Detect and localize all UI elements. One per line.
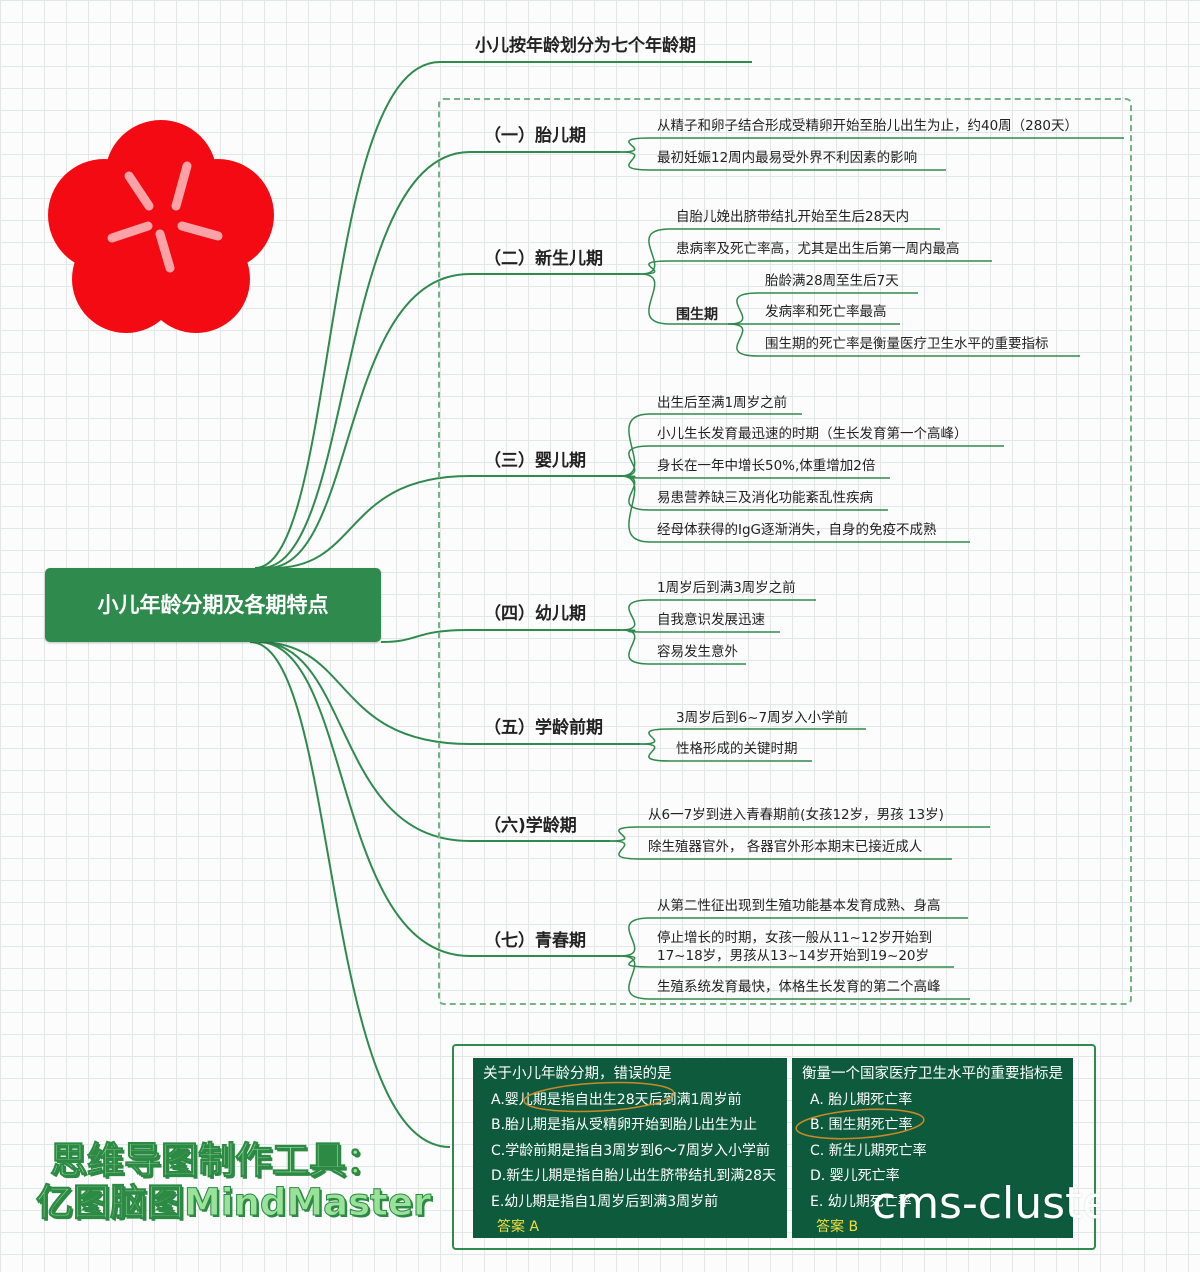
sub-branch-line	[619, 137, 651, 153]
stage-detail[interactable]: 胎龄满28周至生后7天	[765, 273, 899, 289]
stage-detail[interactable]: 出生后至满1周岁之前	[657, 395, 788, 411]
branch-line	[260, 151, 471, 569]
stage-detail[interactable]: 从6一7岁到进入青春期前(女孩12岁，男孩 13岁)	[648, 807, 944, 823]
stage-detail[interactable]: 从精子和卵子结合形成受精卵开始至胎儿出生为止，约40周（280天）	[657, 118, 1078, 134]
sub-branch-line	[609, 840, 641, 860]
branch-line	[257, 641, 471, 957]
sub-branch-line	[619, 475, 651, 543]
quiz-frame	[452, 1044, 1096, 1250]
quiz-question: 关于小儿年龄分期，错误的是	[483, 1066, 672, 1082]
sub-branch-line	[619, 955, 651, 968]
watermark-tool-line1: 思维导图制作工具：	[50, 1139, 384, 1183]
root-topic[interactable]: 小儿年龄分期及各期特点	[45, 568, 381, 642]
quiz-question: 衡量一个国家医疗卫生水平的重要指标是	[802, 1066, 1063, 1082]
sub-branch-line	[619, 445, 651, 477]
stage-detail[interactable]: 生殖系统发育最快，体格生长发育的第二个高峰	[657, 979, 941, 995]
stage-detail[interactable]: 除生殖器官外， 各器官外形本期末已接近成人	[648, 839, 923, 855]
stage-detail[interactable]: 从第二性征出现到生殖功能基本发育成熟、身高	[657, 898, 941, 914]
quiz-board-left: 关于小儿年龄分期，错误的是 A.婴儿期是指自出生28天后到满1周岁前 B.胎儿期…	[473, 1058, 787, 1238]
stage-detail[interactable]: 最初妊娠12周内最易受外界不利因素的影响	[657, 150, 918, 166]
sub-branch-line	[619, 955, 651, 1000]
quiz-answer: 答案 A	[497, 1219, 540, 1235]
branch-line	[249, 641, 451, 1148]
sub-branch-line	[639, 273, 671, 325]
top-topic[interactable]: 小儿按年龄划分为七个年龄期	[475, 36, 696, 56]
quiz-answer: 答案 B	[816, 1219, 859, 1235]
sub-topic-perinatal[interactable]: 围生期	[676, 307, 718, 323]
stage-title[interactable]: （四）幼儿期	[484, 604, 586, 624]
quiz-option: B. 围生期死亡率	[810, 1117, 913, 1133]
stage-detail[interactable]: 身长在一年中增长50%,体重增加2倍	[657, 458, 876, 474]
watermark-tool-line2: 亿图脑图MindMaster	[35, 1181, 432, 1225]
branch-line	[257, 641, 471, 842]
quiz-option: A.婴儿期是指自出生28天后到满1周岁前	[491, 1091, 742, 1108]
sub-branch-line	[619, 475, 651, 511]
stage-title[interactable]: （六)学龄期	[484, 816, 577, 836]
sub-branch-line	[619, 629, 651, 665]
stages-dashed-frame	[438, 98, 1132, 1005]
sub-branch-line	[619, 599, 651, 631]
quiz-option: E. 幼儿期死亡率	[810, 1193, 912, 1210]
branch-line	[254, 61, 441, 569]
stage-title[interactable]: （三）婴儿期	[484, 451, 586, 471]
branch-line	[257, 641, 471, 745]
quiz-board-right: 衡量一个国家医疗卫生水平的重要指标是 A. 胎儿期死亡率 B. 围生期死亡率 C…	[792, 1058, 1073, 1238]
sub-branch-line	[639, 728, 671, 745]
stage-title[interactable]: （七）青春期	[484, 931, 586, 951]
sub-branch-line	[639, 743, 671, 762]
branch-line	[266, 273, 471, 569]
stage-detail[interactable]: 经母体获得的IgG逐渐消失，自身的免疫不成熟	[657, 522, 937, 538]
stage-detail[interactable]: 容易发生意外	[657, 644, 738, 660]
sub-branch-line	[619, 917, 651, 957]
quiz-option: D. 婴儿死亡率	[810, 1168, 900, 1184]
sub-branch-line	[639, 260, 671, 275]
stage-detail[interactable]: 易患营养缺三及消化功能紊乱性疾病	[657, 490, 873, 506]
stage-detail[interactable]: 围生期的死亡率是衡量医疗卫生水平的重要指标	[765, 336, 1049, 352]
sub-branch-line	[727, 292, 759, 325]
sub-branch-line	[727, 323, 759, 357]
quiz-option: E.幼儿期是指自1周岁后到满3周岁前	[491, 1193, 719, 1210]
plum-blossom-icon	[48, 120, 274, 333]
stage-title[interactable]: （二）新生儿期	[484, 249, 603, 269]
stage-detail[interactable]: 小儿生长发育最迅速的时期（生长发育第一个高峰）	[657, 426, 968, 442]
sub-branch-line	[619, 413, 651, 477]
sub-branch-line	[619, 151, 651, 171]
quiz-option: C. 新生儿期死亡率	[810, 1142, 927, 1159]
quiz-option: D.新生儿期是指自胎儿出生脐带结扎到满28天	[491, 1168, 777, 1184]
stage-detail[interactable]: 患病率及死亡率高，尤其是出生后第一周内最高	[676, 241, 960, 257]
watermark-cms: cms-cluster	[872, 1178, 1100, 1229]
branch-line	[380, 629, 471, 643]
stage-detail[interactable]: 性格形成的关键时期	[676, 741, 798, 757]
sub-branch-line	[639, 228, 671, 275]
stage-detail[interactable]: 1周岁后到满3周岁之前	[657, 580, 796, 596]
quiz-option: B.胎儿期是指从受精卵开始到胎儿出生为止	[491, 1117, 758, 1133]
stage-detail[interactable]: 3周岁后到6~7周岁入小学前	[676, 710, 849, 726]
quiz-option: C.学龄前期是指自3周岁到6～7周岁入小学前	[491, 1142, 770, 1159]
stage-detail[interactable]: 停止增长的时期，女孩一般从11~12岁开始到17~18岁，男孩从13~14岁开始…	[657, 930, 933, 964]
sub-branch-line	[609, 826, 641, 842]
stage-detail[interactable]: 自我意识发展迅速	[657, 612, 765, 628]
stage-detail[interactable]: 发病率和死亡率最高	[765, 304, 887, 320]
stage-detail[interactable]: 自胎儿娩出脐带结扎开始至生后28天内	[676, 209, 910, 225]
quiz-option: A. 胎儿期死亡率	[810, 1091, 913, 1108]
stage-title[interactable]: （一）胎儿期	[484, 126, 586, 146]
stage-title[interactable]: （五）学龄前期	[484, 718, 603, 738]
branch-line	[272, 475, 471, 569]
